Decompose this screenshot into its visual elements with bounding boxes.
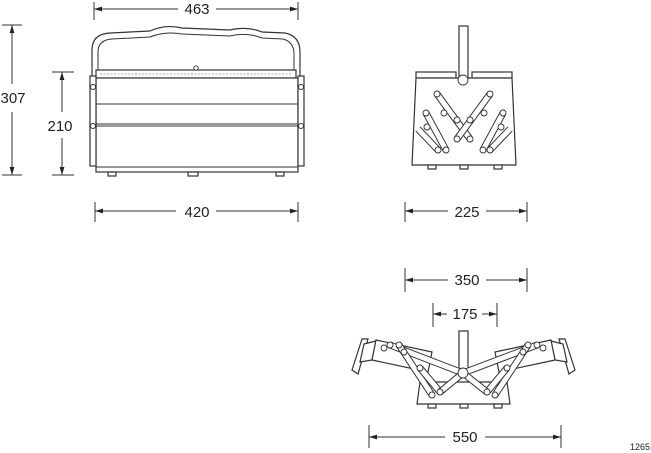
dim-open-inner: 350 — [404, 268, 528, 292]
dim-open-center-label: 175 — [452, 306, 477, 323]
front-handle — [91, 25, 301, 80]
side-arms — [415, 74, 513, 154]
dim-height-total: 307 — [0, 24, 26, 176]
open-arms — [380, 341, 547, 399]
dim-open-total-label: 550 — [452, 429, 477, 446]
front-view — [89, 25, 305, 177]
dim-depth-closed: 225 — [404, 202, 528, 222]
open-view — [351, 330, 576, 409]
dim-width-top: 463 — [93, 1, 299, 20]
drawing-code: 1265 — [630, 442, 650, 452]
dim-height-body: 210 — [47, 71, 74, 176]
front-right-clip — [297, 75, 305, 167]
dim-open-total: 550 — [368, 425, 562, 448]
front-body — [95, 77, 299, 173]
dim-height-body-label: 210 — [47, 118, 72, 135]
side-view — [411, 25, 517, 170]
dim-height-total-label: 307 — [0, 90, 25, 107]
dim-open-inner-label: 350 — [454, 272, 479, 289]
dim-width-top-label: 463 — [184, 1, 209, 18]
front-left-clip — [89, 75, 97, 167]
dim-depth-closed-label: 225 — [454, 204, 479, 221]
dim-width-bottom-label: 420 — [184, 204, 209, 221]
dim-open-center: 175 — [432, 303, 498, 327]
dim-width-bottom: 420 — [94, 202, 299, 222]
